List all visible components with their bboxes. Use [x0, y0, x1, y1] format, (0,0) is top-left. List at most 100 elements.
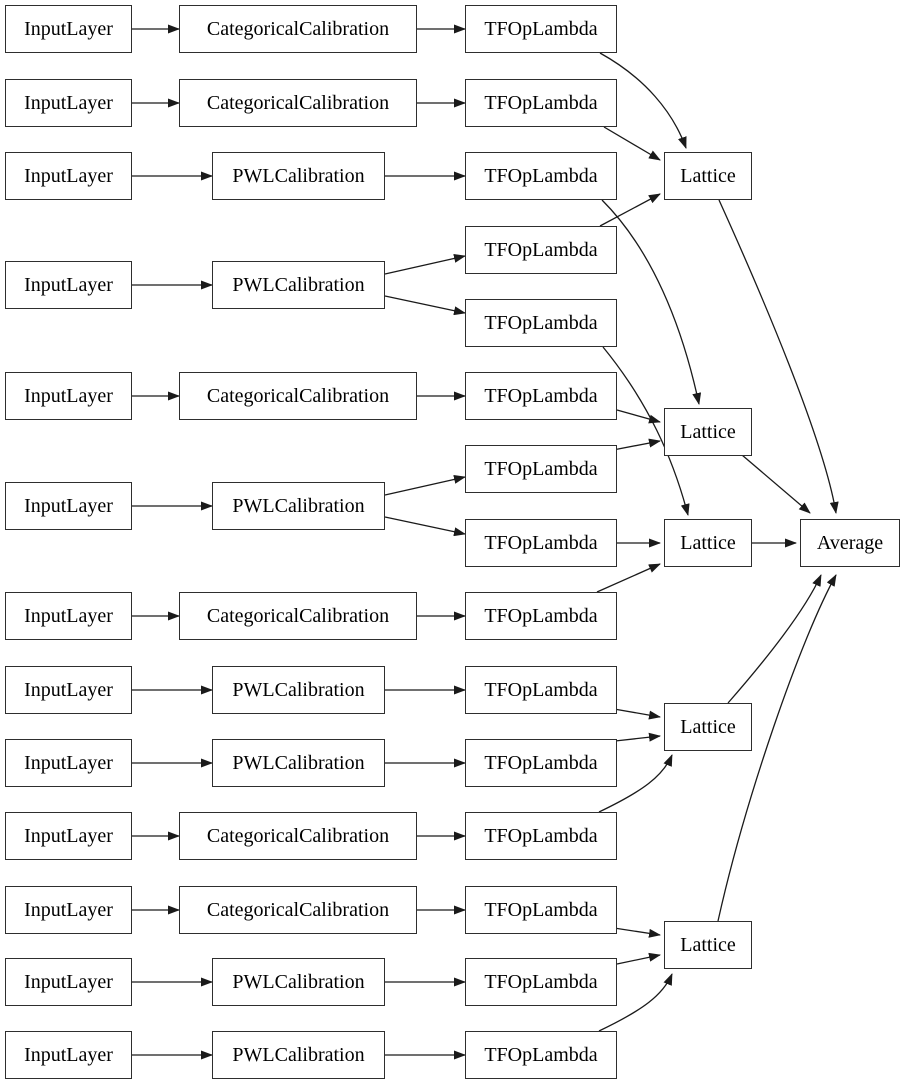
node-tfop3: TFOpLambda: [465, 152, 617, 200]
node-cat11: CategoricalCalibration: [179, 886, 417, 934]
node-input12: InputLayer: [5, 958, 132, 1006]
node-lattice1: Lattice: [664, 152, 752, 200]
node-input9: InputLayer: [5, 739, 132, 787]
node-label-pwl3: PWLCalibration: [232, 165, 365, 187]
edge-tfop7-to-lattice2: [612, 438, 661, 451]
edge-tfop15-to-lattice5: [598, 973, 673, 1032]
node-lattice4: Lattice: [664, 703, 752, 751]
node-tfop1: TFOpLambda: [465, 5, 617, 53]
node-label-lattice2: Lattice: [680, 421, 736, 443]
edge-tfop12-to-lattice4: [598, 754, 673, 813]
node-tfop14: TFOpLambda: [465, 958, 617, 1006]
node-lattice5: Lattice: [664, 921, 752, 969]
node-input3: InputLayer: [5, 152, 132, 200]
node-label-tfop10: TFOpLambda: [484, 679, 598, 701]
node-cat1: CategoricalCalibration: [179, 5, 417, 53]
node-label-cat1: CategoricalCalibration: [206, 18, 390, 40]
node-label-lattice1: Lattice: [680, 165, 736, 187]
edge-pwl6-to-tfop7: [384, 475, 466, 496]
node-label-input1: InputLayer: [24, 18, 113, 40]
node-label-tfop8: TFOpLambda: [484, 532, 598, 554]
node-label-input12: InputLayer: [24, 971, 113, 993]
edge-tfop9-to-lattice3: [596, 563, 661, 593]
edge-tfop4-to-lattice1: [599, 193, 661, 227]
node-cat7: CategoricalCalibration: [179, 592, 417, 640]
edge-tfop1-to-lattice1: [599, 52, 687, 149]
node-label-tfop12: TFOpLambda: [484, 825, 598, 847]
node-label-cat2: CategoricalCalibration: [206, 92, 390, 114]
node-input11: InputLayer: [5, 886, 132, 934]
node-label-pwl13: PWLCalibration: [232, 1044, 365, 1066]
node-label-input7: InputLayer: [24, 605, 113, 627]
edge-lattice4-to-average: [727, 574, 822, 704]
node-label-tfop11: TFOpLambda: [484, 752, 598, 774]
node-label-cat10: CategoricalCalibration: [206, 825, 390, 847]
node-tfop10: TFOpLambda: [465, 666, 617, 714]
node-label-tfop3: TFOpLambda: [484, 165, 598, 187]
node-pwl9: PWLCalibration: [212, 739, 385, 787]
node-input6: InputLayer: [5, 482, 132, 530]
edge-tfop3-to-lattice2: [601, 199, 702, 405]
node-label-lattice4: Lattice: [680, 716, 736, 738]
node-tfop2: TFOpLambda: [465, 79, 617, 127]
node-input4: InputLayer: [5, 261, 132, 309]
node-tfop11: TFOpLambda: [465, 739, 617, 787]
node-pwl4: PWLCalibration: [212, 261, 385, 309]
node-tfop6: TFOpLambda: [465, 372, 617, 420]
node-cat10: CategoricalCalibration: [179, 812, 417, 860]
node-tfop12: TFOpLambda: [465, 812, 617, 860]
node-label-tfop9: TFOpLambda: [484, 605, 598, 627]
node-label-tfop6: TFOpLambda: [484, 385, 598, 407]
node-tfop9: TFOpLambda: [465, 592, 617, 640]
edge-tfop6-to-lattice2: [616, 409, 661, 424]
edge-pwl6-to-tfop8: [384, 516, 466, 537]
node-label-pwl4: PWLCalibration: [232, 274, 365, 296]
node-label-input10: InputLayer: [24, 825, 113, 847]
edge-tfop14-to-lattice5: [616, 952, 661, 965]
node-input13: InputLayer: [5, 1031, 132, 1079]
node-label-average: Average: [816, 532, 884, 554]
node-label-tfop5: TFOpLambda: [484, 312, 598, 334]
node-label-input5: InputLayer: [24, 385, 113, 407]
edge-lattice5-to-average: [717, 574, 837, 922]
node-label-tfop14: TFOpLambda: [484, 971, 598, 993]
node-label-tfop15: TFOpLambda: [484, 1044, 598, 1066]
node-label-pwl9: PWLCalibration: [232, 752, 365, 774]
node-average: Average: [800, 519, 900, 567]
edge-tfop5-to-lattice3: [602, 346, 690, 516]
node-label-input8: InputLayer: [24, 679, 113, 701]
node-pwl13: PWLCalibration: [212, 1031, 385, 1079]
node-input8: InputLayer: [5, 666, 132, 714]
node-label-cat7: CategoricalCalibration: [206, 605, 390, 627]
node-lattice3: Lattice: [664, 519, 752, 567]
node-cat2: CategoricalCalibration: [179, 79, 417, 127]
node-tfop5: TFOpLambda: [465, 299, 617, 347]
node-label-input4: InputLayer: [24, 274, 113, 296]
node-input5: InputLayer: [5, 372, 132, 420]
node-tfop13: TFOpLambda: [465, 886, 617, 934]
node-label-tfop7: TFOpLambda: [484, 458, 598, 480]
node-input10: InputLayer: [5, 812, 132, 860]
node-label-tfop13: TFOpLambda: [484, 899, 598, 921]
edge-tfop13-to-lattice5: [613, 927, 661, 938]
node-tfop15: TFOpLambda: [465, 1031, 617, 1079]
edge-tfop2-to-lattice1: [603, 126, 661, 161]
node-input7: InputLayer: [5, 592, 132, 640]
edge-pwl4-to-tfop5: [384, 295, 466, 316]
node-label-input6: InputLayer: [24, 495, 113, 517]
node-input1: InputLayer: [5, 5, 132, 53]
node-label-pwl12: PWLCalibration: [232, 971, 365, 993]
node-label-input3: InputLayer: [24, 165, 113, 187]
node-input2: InputLayer: [5, 79, 132, 127]
node-pwl12: PWLCalibration: [212, 958, 385, 1006]
node-label-cat11: CategoricalCalibration: [206, 899, 390, 921]
node-label-input2: InputLayer: [24, 92, 113, 114]
node-tfop8: TFOpLambda: [465, 519, 617, 567]
node-label-pwl6: PWLCalibration: [232, 495, 365, 517]
node-label-tfop2: TFOpLambda: [484, 92, 598, 114]
edge-lattice2-to-average: [741, 454, 811, 514]
edge-tfop11-to-lattice4: [614, 732, 661, 742]
node-pwl3: PWLCalibration: [212, 152, 385, 200]
